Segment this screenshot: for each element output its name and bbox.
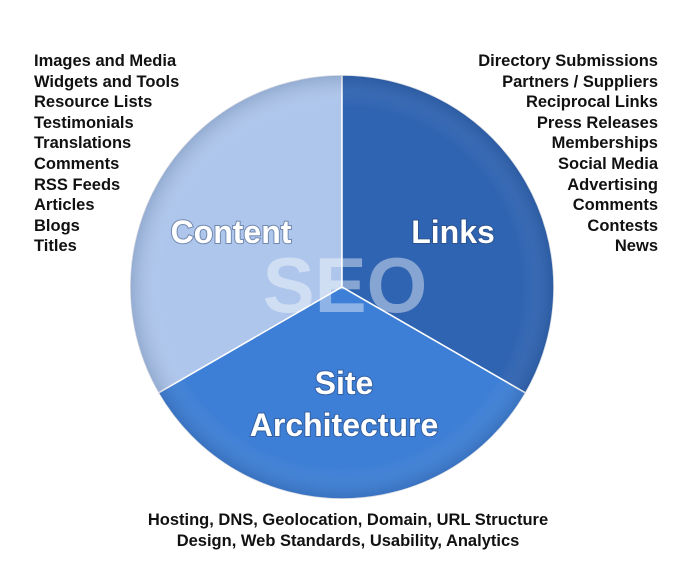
list-item: Articles bbox=[34, 196, 95, 215]
list-item: Titles bbox=[34, 237, 77, 256]
list-item: Widgets and Tools bbox=[34, 72, 180, 91]
links-items-list: Directory Submissions Partners / Supplie… bbox=[478, 51, 658, 257]
list-item: RSS Feeds bbox=[34, 175, 121, 194]
list-item: Memberships bbox=[551, 134, 658, 153]
links-label: Links bbox=[411, 214, 495, 250]
list-item: Blogs bbox=[34, 216, 80, 235]
site-architecture-items-line2: Design, Web Standards, Usability, Analyt… bbox=[176, 532, 520, 550]
pie-edge-shade bbox=[130, 75, 554, 499]
site-architecture-items-line1: Hosting, DNS, Geolocation, Domain, URL S… bbox=[147, 511, 549, 529]
site-architecture-label-line2: Architecture bbox=[250, 407, 439, 443]
list-item: Comments bbox=[34, 154, 120, 173]
list-item: News bbox=[614, 237, 658, 256]
list-item: Directory Submissions bbox=[478, 52, 658, 70]
content-items-list: Images and Media Widgets and Tools Resou… bbox=[34, 51, 179, 257]
list-item: Reciprocal Links bbox=[525, 93, 658, 112]
list-item: Social Media bbox=[558, 154, 658, 173]
list-item: Testimonials bbox=[34, 113, 134, 132]
list-item: Advertising bbox=[567, 175, 658, 194]
list-item: Images and Media bbox=[34, 52, 177, 70]
list-item: Resource Lists bbox=[34, 93, 153, 112]
center-seo-text: SEO bbox=[263, 241, 428, 329]
list-item: Contests bbox=[587, 216, 658, 235]
list-item: Press Releases bbox=[536, 113, 658, 132]
list-item: Comments bbox=[572, 196, 658, 215]
site-architecture-label-line1: Site bbox=[315, 365, 374, 401]
content-label: Content bbox=[171, 214, 292, 250]
list-item: Translations bbox=[34, 134, 132, 153]
list-item: Partners / Suppliers bbox=[502, 72, 658, 91]
